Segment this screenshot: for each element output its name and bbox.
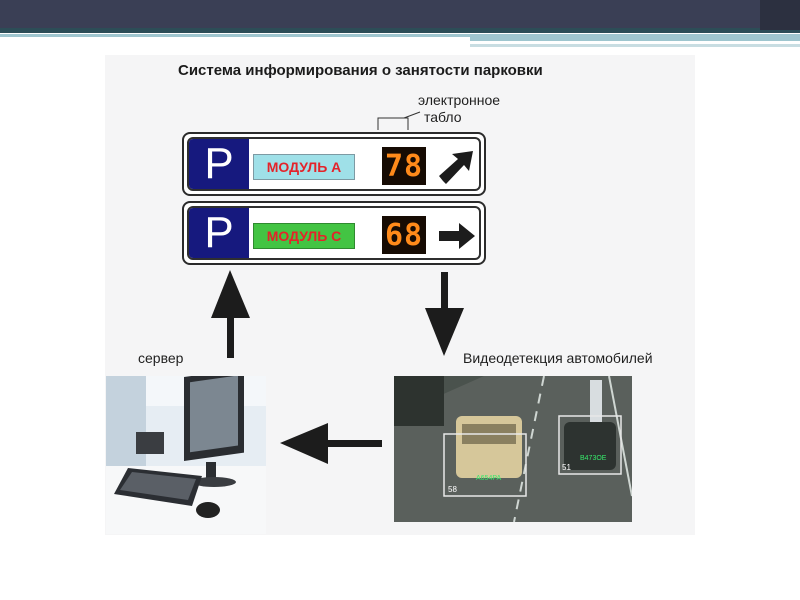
detection-plate: B473OE <box>580 455 607 462</box>
parking-p-icon: P <box>189 208 249 258</box>
video-detection-image: 58 A654PA 51 B473OE <box>394 376 632 522</box>
module-a-label: МОДУЛЬ А <box>253 154 355 180</box>
free-spaces-display-a: 78 <box>382 147 426 185</box>
arrow-left-icon <box>280 423 382 464</box>
parking-sign-module-c: P МОДУЛЬ С 68 <box>182 201 486 265</box>
detection-id: 58 <box>448 485 457 494</box>
module-c-label: МОДУЛЬ С <box>253 223 355 249</box>
callout-line-2: табло <box>424 109 462 125</box>
free-spaces-display-c: 68 <box>382 216 426 254</box>
server-workstation-image <box>106 376 266 534</box>
diagram-title: Система информирования о занятости парко… <box>178 62 543 79</box>
arrow-up-right-icon <box>439 151 473 184</box>
arrow-up-icon <box>211 270 250 358</box>
header-band <box>0 0 800 47</box>
detection-plate: A654PA <box>476 475 501 482</box>
display-callout-label: электронное табло <box>418 92 500 126</box>
video-detection-label: Видеодетекция автомобилей <box>463 350 653 366</box>
parking-sign-module-a: P МОДУЛЬ А 78 <box>182 132 486 196</box>
server-label: сервер <box>138 350 184 366</box>
arrow-down-icon <box>425 272 464 356</box>
detection-id: 51 <box>562 463 571 472</box>
arrow-right-icon <box>439 223 475 249</box>
callout-line-1: электронное <box>418 92 501 108</box>
parking-p-icon: P <box>189 139 249 189</box>
